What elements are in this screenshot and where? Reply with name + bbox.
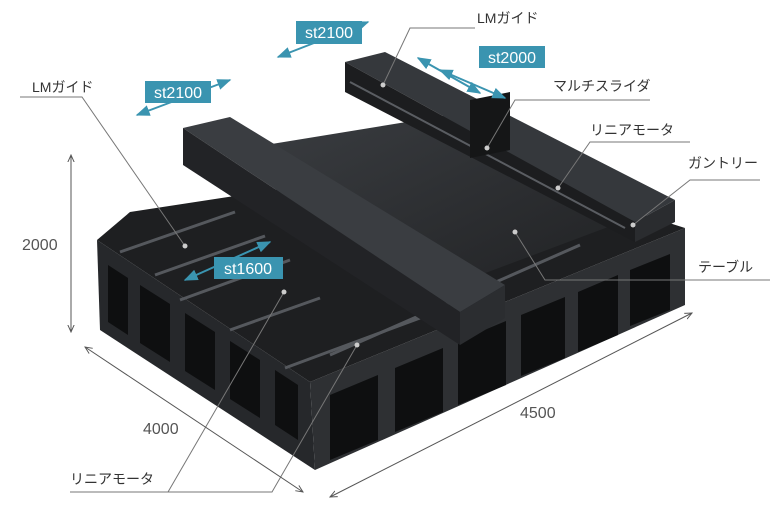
label-lm-guide-top: LMガイド <box>477 10 538 26</box>
label-multi-slider: マルチスライダ <box>553 78 650 94</box>
dimension-depth: 4000 <box>143 421 179 438</box>
label-table: テーブル <box>698 259 753 275</box>
dimension-line-width <box>330 313 692 497</box>
upper-gantry <box>345 52 675 242</box>
stroke-label-top: st2100 <box>305 25 353 42</box>
label-linear-motor-bottom: リニアモータ <box>70 471 154 487</box>
stroke-tag-upper-slider: st2000 <box>416 46 545 99</box>
multi-slider <box>470 92 510 158</box>
label-linear-motor-right: リニアモータ <box>590 122 674 138</box>
dimension-height: 2000 <box>22 237 58 254</box>
stroke-tag-left: st2100 <box>135 79 232 116</box>
stroke-tag-table: st1600 <box>183 241 283 281</box>
stroke-label-upper-slider: st2000 <box>488 50 536 67</box>
label-lm-guide-left: LMガイド <box>32 79 93 95</box>
stroke-tag-top: st2100 <box>276 21 370 58</box>
stroke-label-left: st2100 <box>154 85 202 102</box>
dimension-width: 4500 <box>520 405 556 422</box>
label-gantry: ガントリー <box>688 155 758 171</box>
stroke-label-table: st1600 <box>224 261 272 278</box>
dimension-line-depth <box>85 347 303 492</box>
